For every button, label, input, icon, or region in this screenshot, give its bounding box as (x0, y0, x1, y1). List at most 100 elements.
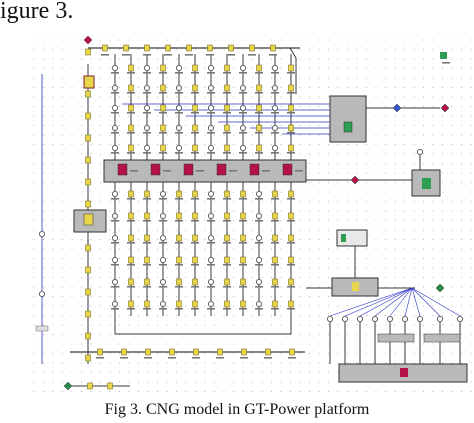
egr-valve-icon (341, 234, 346, 242)
exhaust-runner-icon (272, 256, 278, 264)
exhaust-runner-icon (112, 212, 119, 219)
component-label (164, 54, 172, 56)
tailpipe-segment-icon (265, 348, 271, 356)
monitor-label (442, 62, 450, 64)
component-label (143, 264, 151, 266)
runner-icon (256, 124, 262, 132)
exhaust-runner-icon (288, 190, 294, 198)
pipe-line (389, 287, 413, 317)
component-label (127, 152, 135, 154)
intercooler-core-icon (83, 213, 94, 226)
component-label (207, 132, 215, 134)
exhaust-runner-icon (159, 278, 166, 285)
cylinder-label (295, 170, 303, 172)
component-label (271, 264, 279, 266)
runner-icon (271, 85, 278, 92)
exhaust-runner-icon (255, 256, 262, 263)
component-label (216, 357, 224, 359)
exhaust-runner-icon (176, 278, 182, 286)
component-label (175, 242, 183, 244)
component-label (287, 152, 295, 154)
component-label (127, 132, 135, 134)
component-label (159, 264, 167, 266)
component-label (175, 308, 183, 310)
heading-fragment: igure 3. (0, 0, 74, 24)
exhaust-runner-icon (255, 212, 262, 219)
probe-icon (401, 315, 408, 322)
pipe-line (359, 287, 413, 317)
component-label (271, 198, 279, 200)
component-icons (35, 35, 468, 391)
component-label (255, 72, 263, 74)
exhaust-runner-icon (112, 234, 119, 241)
pipe-segment-icon (85, 266, 91, 274)
exhaust-runner-icon (240, 300, 246, 308)
component-label (175, 72, 183, 74)
exhaust-runner-icon (144, 256, 150, 264)
exhaust-runner-icon (112, 256, 119, 263)
component-label (271, 92, 279, 94)
runner-icon (288, 84, 294, 92)
exhaust-runner-icon (128, 190, 134, 198)
component-label (159, 92, 167, 94)
probe-icon (416, 315, 423, 322)
component-label (255, 198, 263, 200)
component-label (287, 72, 295, 74)
exhaust-runner-icon (224, 234, 230, 242)
component-label (271, 112, 279, 114)
tailpipe-segment-icon (169, 348, 175, 356)
runner-icon (239, 125, 246, 132)
component-label (191, 72, 199, 74)
component-label (159, 220, 167, 222)
component-label (127, 92, 135, 94)
runner-icon (239, 105, 246, 112)
component-label (175, 152, 183, 154)
component-label (207, 72, 215, 74)
junction-icon (416, 149, 423, 156)
muffler-core-icon (400, 368, 408, 377)
runner-icon (271, 125, 278, 132)
cylinder-label (229, 170, 237, 172)
component-label (111, 308, 119, 310)
component-label (111, 152, 119, 154)
exhaust-runner-icon (144, 278, 150, 286)
component-label (255, 220, 263, 222)
component-label (287, 220, 295, 222)
component-label (127, 112, 135, 114)
pipe-line (374, 287, 413, 317)
component-label (111, 112, 119, 114)
component-label (240, 357, 248, 359)
component-label (287, 286, 295, 288)
component-label (239, 92, 247, 94)
pipe-line (411, 287, 441, 317)
pipe-line (411, 287, 421, 317)
exhaust-runner-icon (112, 278, 119, 285)
component-label (159, 242, 167, 244)
runner-pipe-icon (249, 44, 255, 52)
pipe-line (404, 287, 413, 317)
cng-model-diagram (33, 35, 472, 393)
exhaust-runner-icon (128, 300, 134, 308)
component-label (111, 132, 119, 134)
runner-icon (256, 144, 262, 152)
component-label (223, 220, 231, 222)
runner-pipe-icon (123, 44, 129, 52)
exhaust-runner-icon (207, 190, 214, 197)
component-label (255, 308, 263, 310)
exhaust-runner-icon (159, 190, 166, 197)
component-label (191, 286, 199, 288)
component-label (191, 132, 199, 134)
exhaust-runner-icon (192, 300, 198, 308)
component-label (287, 264, 295, 266)
runner-icon (239, 64, 246, 71)
component-label (143, 112, 151, 114)
component-label (287, 198, 295, 200)
runner-icon (175, 64, 182, 71)
runner-icon (224, 84, 230, 92)
runner-icon (239, 85, 246, 92)
exhaust-runner-icon (176, 234, 182, 242)
runner-icon (128, 84, 134, 92)
component-label (159, 72, 167, 74)
component-label (111, 92, 119, 94)
component-label (127, 72, 135, 74)
